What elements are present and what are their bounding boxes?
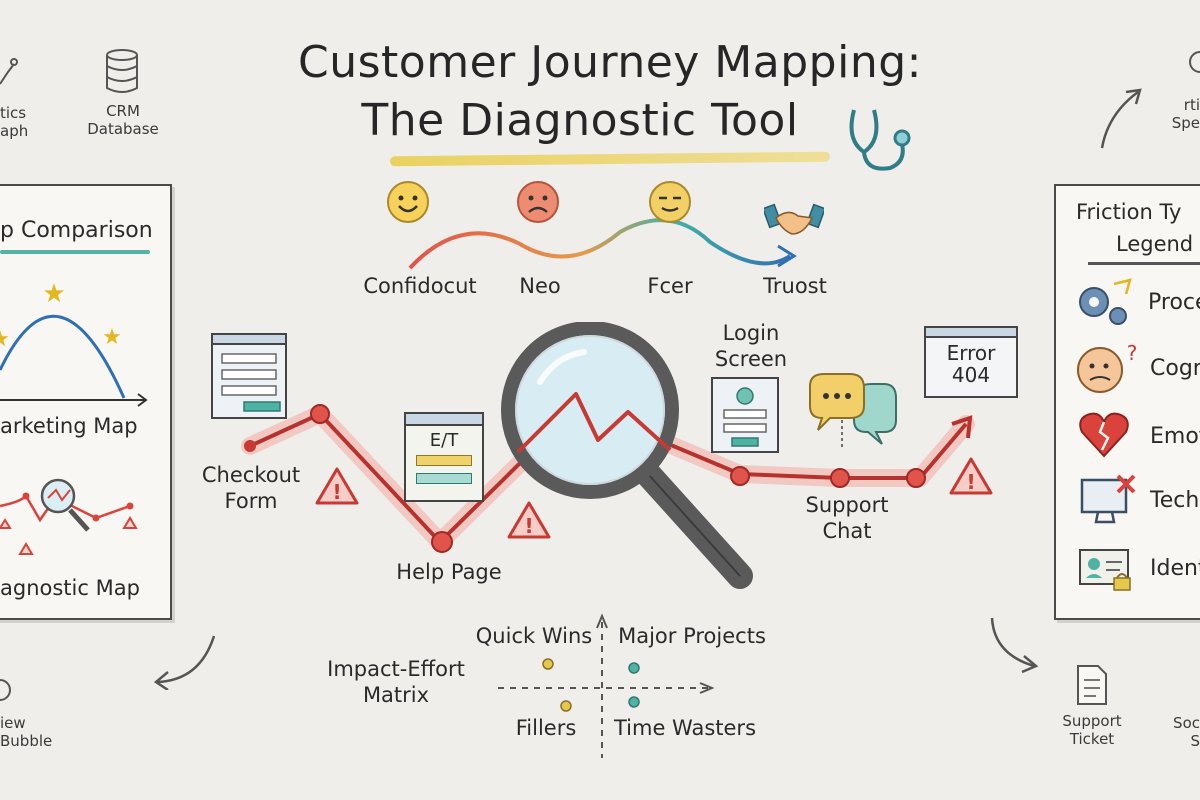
svg-text:★: ★ [0, 327, 10, 352]
crm-database-label: CRM Database [87, 102, 159, 138]
content-face-icon [649, 181, 691, 223]
quadrant-quick-wins: Quick Wins [475, 624, 593, 648]
checkout-form-label: Checkout Form [201, 463, 301, 513]
title-underline [389, 151, 831, 167]
matrix-axes [498, 613, 714, 758]
error-404-label: Error 404 [946, 341, 996, 387]
social-label: Soc S [1173, 714, 1200, 750]
title-line-1: Customer Journey Mapping: [298, 37, 922, 88]
emotion-label-3: Fcer [647, 274, 693, 298]
happy-face-icon [387, 181, 429, 223]
right-top-label: rti Spe [1171, 96, 1200, 132]
curved-arrow-right-icon [990, 617, 1039, 674]
marketing-map-label: arketing Map [0, 414, 138, 438]
emotion-label-4: Truost [763, 274, 827, 298]
friction-legend-title-1: Friction Ty [1076, 200, 1182, 224]
legend-item-label: Techn [1150, 488, 1200, 513]
friction-legend-panel [1054, 184, 1200, 620]
legend-item-label: Emot [1150, 424, 1200, 449]
warning-triangle-icon: ! [315, 467, 359, 505]
legend-item-label: Proce [1148, 290, 1200, 315]
warning-triangle-icon: ! [507, 501, 551, 539]
warning-triangle-icon: ! [949, 457, 993, 495]
map-comparison-underline [0, 250, 150, 254]
login-screen-label: Login Screen [714, 321, 788, 371]
title-line-2: The Diagnostic Tool [361, 95, 799, 146]
support-chat-label: Support Chat [805, 493, 889, 543]
help-card-text: E/T [429, 430, 459, 451]
map-comparison-figures: ★ ★ ★ [0, 279, 148, 555]
support-ticket-label: Support Ticket [1062, 712, 1122, 748]
quadrant-time-wasters: Time Wasters [613, 716, 757, 740]
speech-bubble-icon [1189, 51, 1200, 73]
support-ticket-icon [1077, 665, 1107, 705]
checkout-form-card [211, 333, 287, 419]
stethoscope-icon [849, 109, 911, 171]
emotion-label-2: Neo [519, 274, 561, 298]
legend-item-label: Ident [1150, 556, 1200, 581]
page-title: Customer Journey Mapping: The Diagnostic… [240, 34, 980, 150]
sad-face-icon [517, 181, 559, 223]
friction-legend-title-2: Legend [1116, 232, 1194, 256]
curved-arrow-left-icon [153, 635, 216, 690]
quadrant-fillers: Fillers [515, 716, 577, 740]
matrix-title: Impact-Effort Matrix [327, 657, 465, 707]
emotion-curve [408, 218, 797, 270]
svg-text:!: ! [332, 480, 341, 504]
help-page-label: Help Page [396, 560, 502, 584]
magnifying-glass-icon [501, 322, 753, 589]
id-badge-lock-icon [1079, 549, 1131, 591]
database-icon [106, 49, 138, 93]
svg-text:!: ! [966, 470, 975, 494]
error-404-card: Error 404 [924, 326, 1018, 398]
quadrant-major-projects: Major Projects [618, 624, 766, 648]
review-bubble-icon [0, 679, 11, 701]
legend-underline [1088, 262, 1200, 265]
diagnostic-map-label: agnostic Map [0, 576, 140, 600]
analytics-graph-icon [0, 58, 18, 85]
monitor-error-icon [1080, 474, 1136, 524]
svg-text:★: ★ [42, 279, 65, 309]
emotion-label-1: Confidocut [363, 274, 477, 298]
svg-text:★: ★ [102, 325, 122, 350]
review-bubble-label: iew Bubble [0, 714, 53, 750]
curved-arrow-icon [1100, 88, 1142, 149]
analytics-label: tics aph [0, 104, 29, 140]
map-comparison-title: p Comparison [0, 218, 153, 243]
help-page-card: E/T [404, 412, 484, 502]
legend-item-label: Cogni [1150, 356, 1200, 381]
svg-text:?: ? [1127, 341, 1138, 365]
gears-icon [1079, 278, 1132, 325]
broken-heart-icon [1079, 412, 1129, 458]
login-screen-card [711, 377, 779, 453]
confused-face-icon: ? [1077, 341, 1138, 393]
chat-bubbles-icon [809, 373, 897, 450]
svg-text:!: ! [524, 514, 533, 538]
handshake-icon [764, 203, 824, 235]
